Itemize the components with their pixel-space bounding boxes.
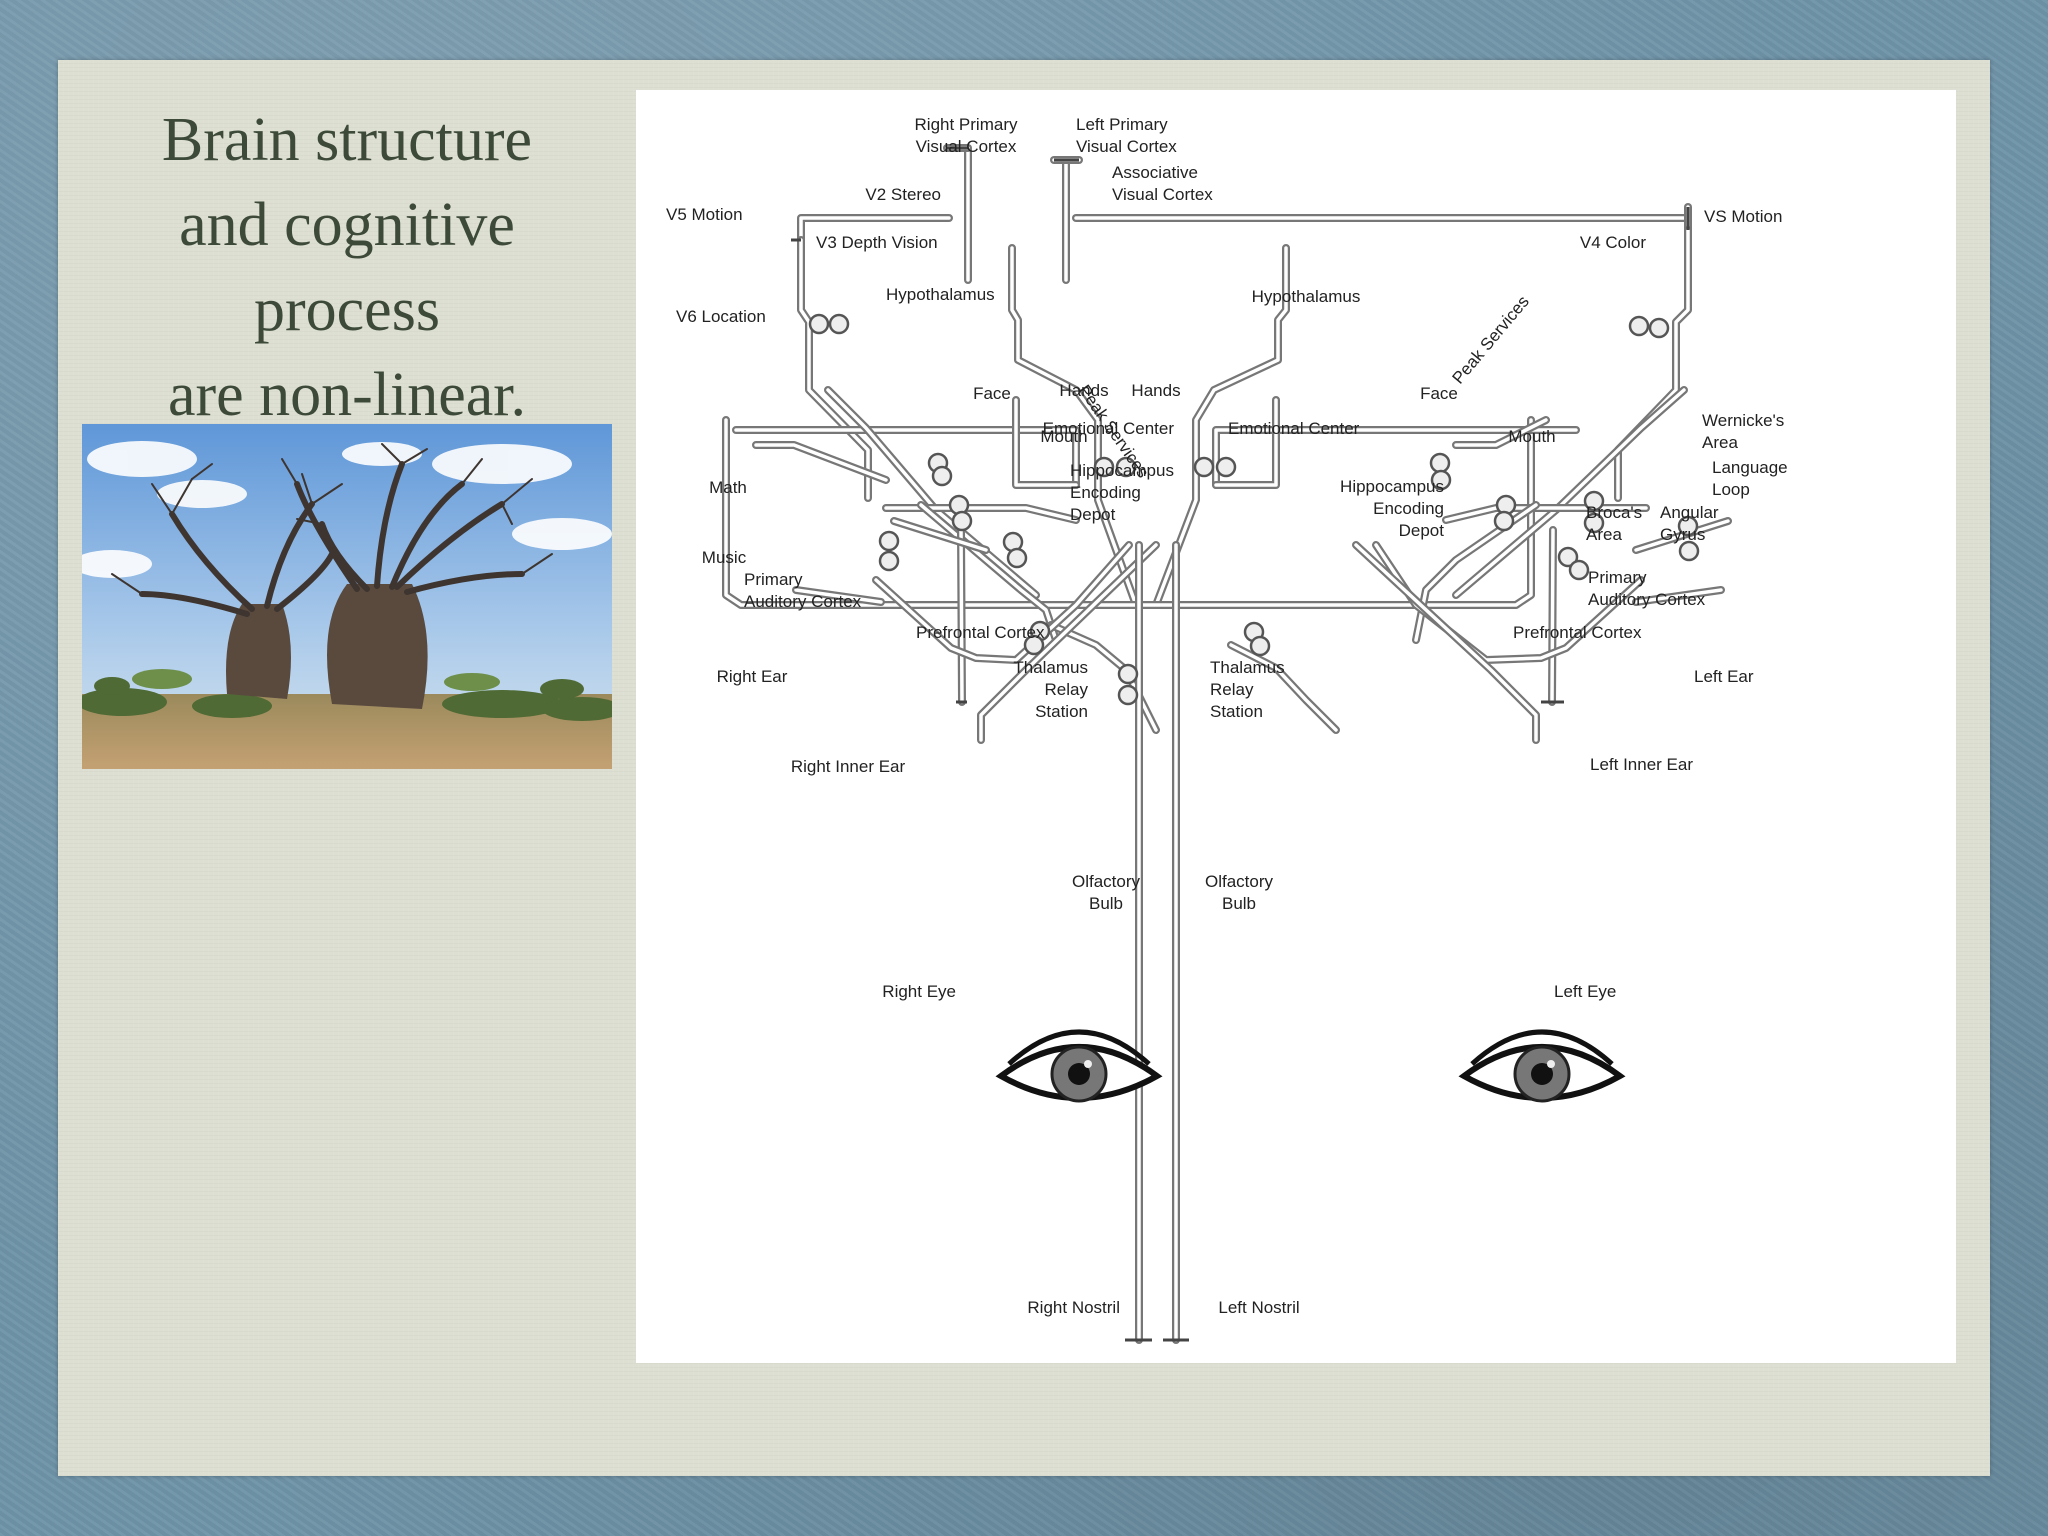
station-marker bbox=[933, 467, 951, 485]
station-marker bbox=[880, 532, 898, 550]
label-hippocampus-right: Encoding bbox=[1070, 483, 1141, 502]
label-right-primary-visual-cortex: Right Primary bbox=[915, 115, 1018, 134]
label-v4-color: V4 Color bbox=[1580, 233, 1646, 252]
label-face-left: Face bbox=[1420, 384, 1458, 403]
title-line: and cognitive bbox=[82, 183, 612, 268]
left-eye-icon bbox=[1464, 1032, 1620, 1101]
station-marker bbox=[1195, 458, 1213, 476]
label-primary-auditory-cortex-right: Primary bbox=[744, 570, 803, 589]
label-right-inner-ear: Right Inner Ear bbox=[791, 757, 906, 776]
label-left-eye: Left Eye bbox=[1554, 982, 1616, 1001]
label-right-ear: Right Ear bbox=[717, 667, 788, 686]
label-associative-visual-cortex: Associative bbox=[1112, 163, 1198, 182]
label-angular-gyrus: Gyrus bbox=[1660, 525, 1705, 544]
label-emotional-center-left: Emotional Center bbox=[1228, 419, 1360, 438]
label-hippocampus-left: Hippocampus bbox=[1340, 477, 1444, 496]
station-marker bbox=[1570, 561, 1588, 579]
station-marker bbox=[1119, 686, 1137, 704]
label-hippocampus-left: Depot bbox=[1399, 521, 1445, 540]
label-hippocampus-left: Encoding bbox=[1373, 499, 1444, 518]
station-marker bbox=[1495, 512, 1513, 530]
title-line: Brain structure bbox=[82, 98, 612, 183]
label-language-loop: Language bbox=[1712, 458, 1788, 477]
label-right-eye: Right Eye bbox=[882, 982, 956, 1001]
right-eye-icon bbox=[1001, 1032, 1157, 1101]
label-left-primary-visual-cortex: Left Primary bbox=[1076, 115, 1168, 134]
label-thalamus-left: Relay bbox=[1210, 680, 1254, 699]
station-marker bbox=[880, 552, 898, 570]
label-v6-location: V6 Location bbox=[676, 307, 766, 326]
label-thalamus-right: Thalamus bbox=[1013, 658, 1088, 677]
label-thalamus-right: Station bbox=[1035, 702, 1088, 721]
label-hippocampus-right: Hippocampus bbox=[1070, 461, 1174, 480]
label-v3-depth-vision: V3 Depth Vision bbox=[816, 233, 938, 252]
station-marker bbox=[1119, 665, 1137, 683]
label-mouth-right: Mouth bbox=[1040, 427, 1087, 446]
label-left-inner-ear: Left Inner Ear bbox=[1590, 755, 1693, 774]
label-olfactory-bulb-right: Olfactory bbox=[1072, 872, 1141, 891]
station-marker bbox=[810, 315, 828, 333]
label-olfactory-bulb-left: Olfactory bbox=[1205, 872, 1274, 891]
label-face-right: Face bbox=[973, 384, 1011, 403]
label-right-nostril: Right Nostril bbox=[1027, 1298, 1120, 1317]
baobab-photo bbox=[82, 424, 612, 769]
station-marker bbox=[1217, 458, 1235, 476]
station-marker bbox=[1431, 454, 1449, 472]
label-hands-left: Hands bbox=[1131, 381, 1180, 400]
label-brocas-area: Area bbox=[1586, 525, 1622, 544]
track-line-inner bbox=[961, 530, 962, 702]
label-left-ear: Left Ear bbox=[1694, 667, 1754, 686]
tracks bbox=[726, 148, 1728, 1340]
label-v5-motion: V5 Motion bbox=[666, 205, 743, 224]
label-vs-motion: VS Motion bbox=[1704, 207, 1782, 226]
station-marker bbox=[1251, 637, 1269, 655]
station-marker bbox=[1630, 317, 1648, 335]
label-associative-visual-cortex: Visual Cortex bbox=[1112, 185, 1213, 204]
track-network bbox=[730, 159, 1646, 1343]
label-hypothalamus-right: Hypothalamus bbox=[886, 285, 995, 304]
label-peak-services-left: Peak Services bbox=[1449, 292, 1533, 387]
station-marker bbox=[1008, 549, 1026, 567]
label-right-primary-visual-cortex: Visual Cortex bbox=[916, 137, 1017, 156]
label-math: Math bbox=[709, 478, 747, 497]
title-line: process bbox=[82, 268, 612, 353]
label-primary-auditory-cortex-left: Auditory Cortex bbox=[1588, 590, 1706, 609]
label-thalamus-left: Thalamus bbox=[1210, 658, 1285, 677]
label-hypothalamus-left: Hypothalamus bbox=[1252, 287, 1361, 306]
label-left-nostril: Left Nostril bbox=[1218, 1298, 1299, 1317]
station-marker bbox=[953, 512, 971, 530]
label-wernickes-area: Area bbox=[1702, 433, 1738, 452]
label-music: Music bbox=[702, 548, 747, 567]
label-left-primary-visual-cortex: Visual Cortex bbox=[1076, 137, 1177, 156]
slide-title: Brain structure and cognitive process ar… bbox=[82, 98, 612, 438]
label-prefrontal-cortex-right: Prefrontal Cortex bbox=[916, 623, 1045, 642]
label-olfactory-bulb-left: Bulb bbox=[1222, 894, 1256, 913]
track-line-inner bbox=[1552, 530, 1553, 702]
label-hippocampus-right: Depot bbox=[1070, 505, 1116, 524]
label-prefrontal-cortex-left: Prefrontal Cortex bbox=[1513, 623, 1642, 642]
label-thalamus-right: Relay bbox=[1045, 680, 1089, 699]
label-primary-auditory-cortex-left: Primary bbox=[1588, 568, 1647, 587]
label-v2-stereo: V2 Stereo bbox=[865, 185, 941, 204]
label-brocas-area: Broca's bbox=[1586, 503, 1642, 522]
station-marker bbox=[1680, 542, 1698, 560]
track-line-inner bbox=[1618, 230, 1688, 498]
label-primary-auditory-cortex-right: Auditory Cortex bbox=[744, 592, 862, 611]
label-thalamus-left: Station bbox=[1210, 702, 1263, 721]
label-wernickes-area: Wernicke's bbox=[1702, 411, 1784, 430]
label-angular-gyrus: Angular bbox=[1660, 503, 1719, 522]
baobab-illustration bbox=[82, 424, 612, 769]
station-marker bbox=[1650, 319, 1668, 337]
station-marker bbox=[830, 315, 848, 333]
label-olfactory-bulb-right: Bulb bbox=[1089, 894, 1123, 913]
label-mouth-left: Mouth bbox=[1508, 427, 1555, 446]
label-language-loop: Loop bbox=[1712, 480, 1750, 499]
